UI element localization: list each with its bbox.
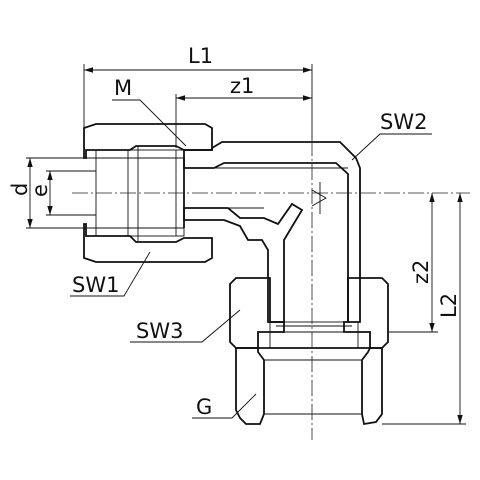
leader-M: [112, 99, 187, 147]
body-top-wall: [183, 141, 361, 323]
labels: L1 M z1 SW2 d e SW1 z2 L2 SW3 G: [8, 44, 461, 419]
leaders: [70, 99, 432, 419]
drill-point-cone: [311, 182, 327, 214]
label-z2: z2: [409, 260, 433, 284]
label-e: e: [28, 184, 52, 197]
leader-SW3: [130, 309, 241, 343]
nut-top-wall: [83, 123, 213, 159]
centerlines: [72, 140, 470, 440]
label-d: d: [8, 183, 32, 196]
label-L2: L2: [437, 293, 461, 318]
lower-nut-left-wall: [229, 277, 285, 349]
label-SW1: SW1: [72, 273, 119, 297]
leader-G: [192, 393, 257, 419]
lower-nut-right-wall: [343, 277, 389, 349]
nut-bottom-wall: [83, 223, 213, 263]
label-SW3: SW3: [136, 319, 183, 343]
socket-right-wall: [361, 347, 383, 426]
section-walls: [83, 123, 389, 426]
label-SW2: SW2: [380, 110, 427, 134]
dimensions: [26, 64, 466, 425]
label-z1: z1: [230, 74, 254, 98]
leader-SW2: [351, 133, 432, 161]
label-L1: L1: [188, 44, 213, 68]
label-M: M: [114, 76, 132, 100]
label-G: G: [196, 395, 212, 419]
socket-left-wall: [235, 347, 265, 425]
leader-SW1: [70, 251, 151, 297]
